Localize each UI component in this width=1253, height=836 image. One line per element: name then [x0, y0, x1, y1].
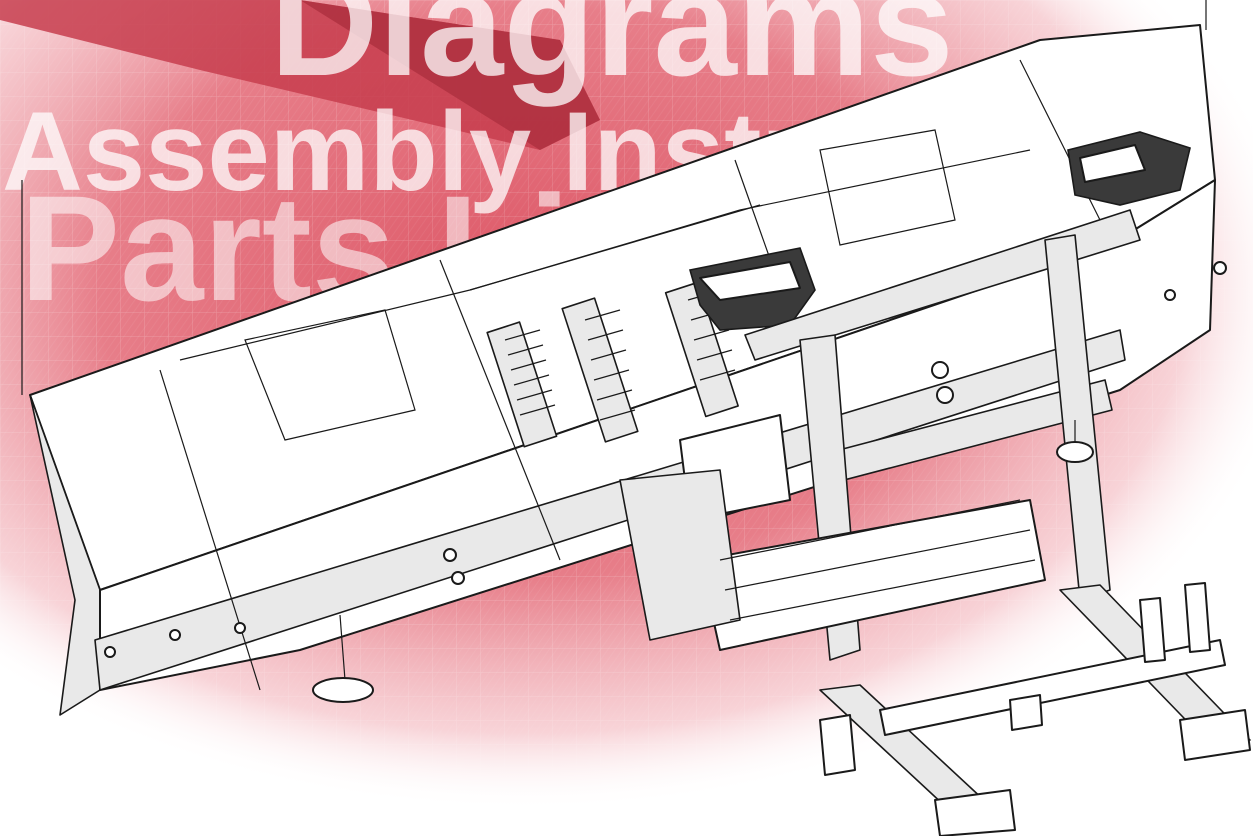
a-frame-mount — [619, 234, 1111, 661]
manual-fragment — [0, 0, 600, 150]
headlight-right — [1067, 131, 1191, 206]
bolt-set — [104, 261, 1227, 658]
cover-word-diagrams: Diagrams — [270, 0, 954, 107]
truck-mount-brackets — [819, 582, 1251, 836]
snow-plow-icon — [21, 0, 1251, 836]
spring-assembly — [469, 204, 761, 448]
plow-shoe — [312, 420, 1094, 703]
headlight-left — [688, 247, 816, 331]
